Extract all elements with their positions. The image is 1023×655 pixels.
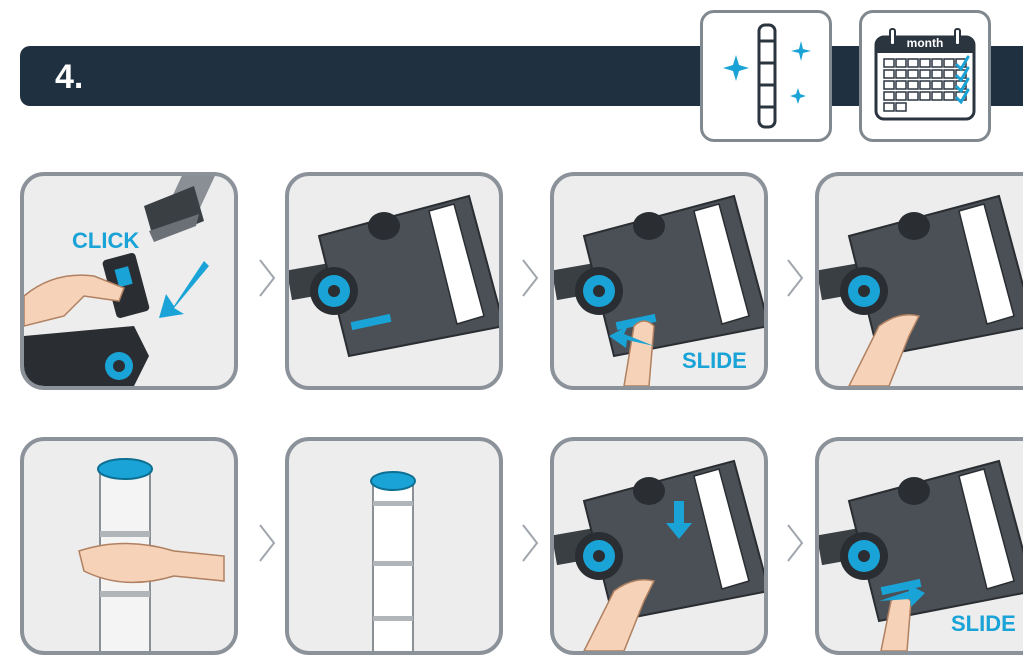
step-panel-4 [815, 172, 1023, 390]
step-panel-7 [550, 437, 768, 655]
slide-label: SLIDE [682, 348, 747, 374]
roller-clean-icon-box [700, 10, 832, 142]
step-panel-1: CLICK [20, 172, 238, 390]
chevron-right-icon [520, 258, 540, 298]
step-panel-8: SLIDE [815, 437, 1023, 655]
chevron-right-icon [257, 523, 277, 563]
calendar-icon [862, 13, 988, 139]
calendar-icon-box: month [859, 10, 991, 142]
step-panel-2 [285, 172, 503, 390]
calendar-label: month [862, 36, 988, 50]
chevron-right-icon [785, 523, 805, 563]
chevron-right-icon [257, 258, 277, 298]
step-number: 4. [55, 58, 83, 97]
step-panel-3: SLIDE [550, 172, 768, 390]
step-panel-5 [20, 437, 238, 655]
chevron-right-icon [785, 258, 805, 298]
step-panel-6 [285, 437, 503, 655]
slide-label: SLIDE [951, 611, 1016, 637]
chevron-right-icon [520, 523, 540, 563]
click-label: CLICK [72, 228, 139, 254]
roller-sparkle-icon [703, 13, 829, 139]
